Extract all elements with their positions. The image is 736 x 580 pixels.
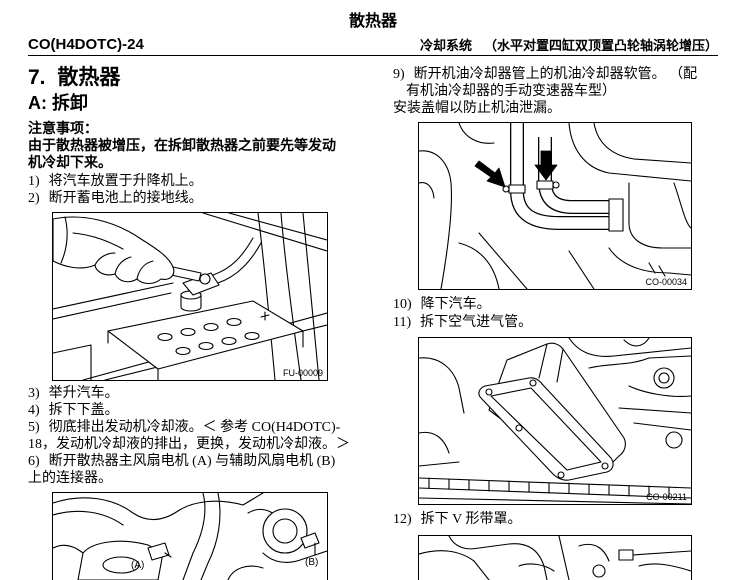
figure-code: CO-00034 <box>645 277 687 287</box>
step-4: 4) 拆下下盖。 <box>28 402 119 419</box>
caution-line: 机冷却下来。 <box>28 154 112 170</box>
figure-air-intake-duct: CO-00211 <box>418 337 692 505</box>
section-detail: （水平对置四缸双顶置凸轮轴涡轮增压） <box>483 38 718 53</box>
caution-label: 注意事项： <box>28 120 98 136</box>
step-text: 18，发动机冷却液的排出，更换，发动机冷却液。＞ <box>28 437 350 452</box>
step-text: 有机油冷却器的手动变速器车型） <box>406 84 616 99</box>
callout-a: (A) <box>131 560 144 571</box>
subsection-heading: A: 拆卸 <box>28 93 88 113</box>
step-number: 12) <box>393 512 412 527</box>
step-text: 将汽车放置于升降机上。 <box>48 174 203 189</box>
hose-clamps <box>502 180 624 232</box>
step-text: 拆下空气进气管。 <box>420 315 533 330</box>
step-text: 断开散热器主风扇电机 (A) 与辅助风扇电机 (B) <box>48 454 336 469</box>
step-2: 2) 断开蓄电池上的接地线。 <box>28 190 203 207</box>
arrow-icon <box>534 150 558 181</box>
figure-code: CO-00211 <box>646 492 687 502</box>
figure-fan-connectors: (A) (B) <box>52 492 328 580</box>
step-text: 彻底排出发动机冷却液。＜ 参考 CO(H4DOTC)- <box>48 420 341 435</box>
callout-b: (B) <box>305 557 318 568</box>
v-belt-cover-illustration <box>419 536 691 580</box>
engine-bay-background <box>419 338 691 467</box>
air-intake-duct <box>478 342 626 481</box>
caution-text: 由于散热器被增压，在拆卸散热器之前要先等发动 机冷却下来。 <box>28 137 336 171</box>
battery-terminal <box>180 237 262 312</box>
step-3: 3) 举升汽车。 <box>28 385 119 402</box>
sub-fan-motor <box>262 508 320 556</box>
section-name: 冷却系统 <box>419 38 472 53</box>
step-text: 断开机油冷却器管上的机油冷却器软管。 （配 <box>413 67 698 82</box>
step-number: 1) <box>28 174 40 189</box>
oil-cooler-hoses <box>510 123 619 230</box>
engine-underside-lines <box>53 493 327 580</box>
radiator-grille <box>419 477 691 504</box>
step-note: 安装盖帽以防止机油泄漏。 <box>393 101 561 116</box>
fan-motor-connectors-illustration: (A) (B) <box>53 493 327 580</box>
step-number: 11) <box>393 315 412 330</box>
page-title: 散热器 <box>348 13 397 30</box>
air-intake-duct-illustration: CO-00211 <box>419 338 691 504</box>
step-text: 降下汽车。 <box>420 297 491 312</box>
caution-line: 由于散热器被增压，在拆卸散热器之前要先等发动 <box>28 137 336 153</box>
section-title: 冷却系统 （水平对置四缸双顶置凸轮轴涡轮增压） <box>420 37 718 55</box>
step-5: 5) 彻底排出发动机冷却液。＜ 参考 CO(H4DOTC)- 18，发动机冷却液的… <box>28 419 350 453</box>
header-rule <box>28 55 718 56</box>
arrow-icon <box>474 160 506 188</box>
engine-background-lines <box>419 123 691 289</box>
step-text: 举升汽车。 <box>48 386 119 401</box>
step-text: 上的连接器。 <box>28 471 112 486</box>
step-number: 2) <box>28 191 40 206</box>
step-number: 3) <box>28 386 40 401</box>
hand <box>53 216 175 285</box>
step-1: 1) 将汽车放置于升降机上。 <box>28 173 203 190</box>
page-code: CO(H4DOTC)-24 <box>28 36 144 53</box>
step-12: 12) 拆下 V 形带罩。 <box>393 511 522 528</box>
battery-top <box>107 300 304 380</box>
step-text: 断开蓄电池上的接地线。 <box>48 191 203 206</box>
figure-oil-cooler-hose: CO-00034 <box>418 122 692 290</box>
section-heading: 7. 散热器 <box>28 66 121 89</box>
step-number: 9) <box>393 67 405 82</box>
step-text: 拆下 V 形带罩。 <box>420 512 522 527</box>
step-text: 拆下下盖。 <box>48 403 119 418</box>
figure-v-belt-cover <box>418 535 692 580</box>
figure-code: FU-00009 <box>283 368 323 378</box>
step-number: 10) <box>393 297 412 312</box>
step-9: 9)断开机油冷却器管上的机油冷却器软管。 （配 有机油冷却器的手动变速器车型） … <box>393 66 697 117</box>
step-number: 4) <box>28 403 40 418</box>
figure-battery-ground: FU-00009 <box>52 212 328 381</box>
battery-terminal-illustration: FU-00009 <box>53 213 327 380</box>
step-11: 11) 拆下空气进气管。 <box>393 314 532 331</box>
main-fan-motor <box>77 540 172 580</box>
step-number: 6) <box>28 454 40 469</box>
step-6: 6) 断开散热器主风扇电机 (A) 与辅助风扇电机 (B) 上的连接器。 <box>28 453 335 487</box>
engine-top-lines <box>419 536 691 580</box>
step-number: 5) <box>28 420 40 435</box>
step-10: 10) 降下汽车。 <box>393 296 491 313</box>
oil-cooler-hose-illustration: CO-00034 <box>419 123 691 289</box>
